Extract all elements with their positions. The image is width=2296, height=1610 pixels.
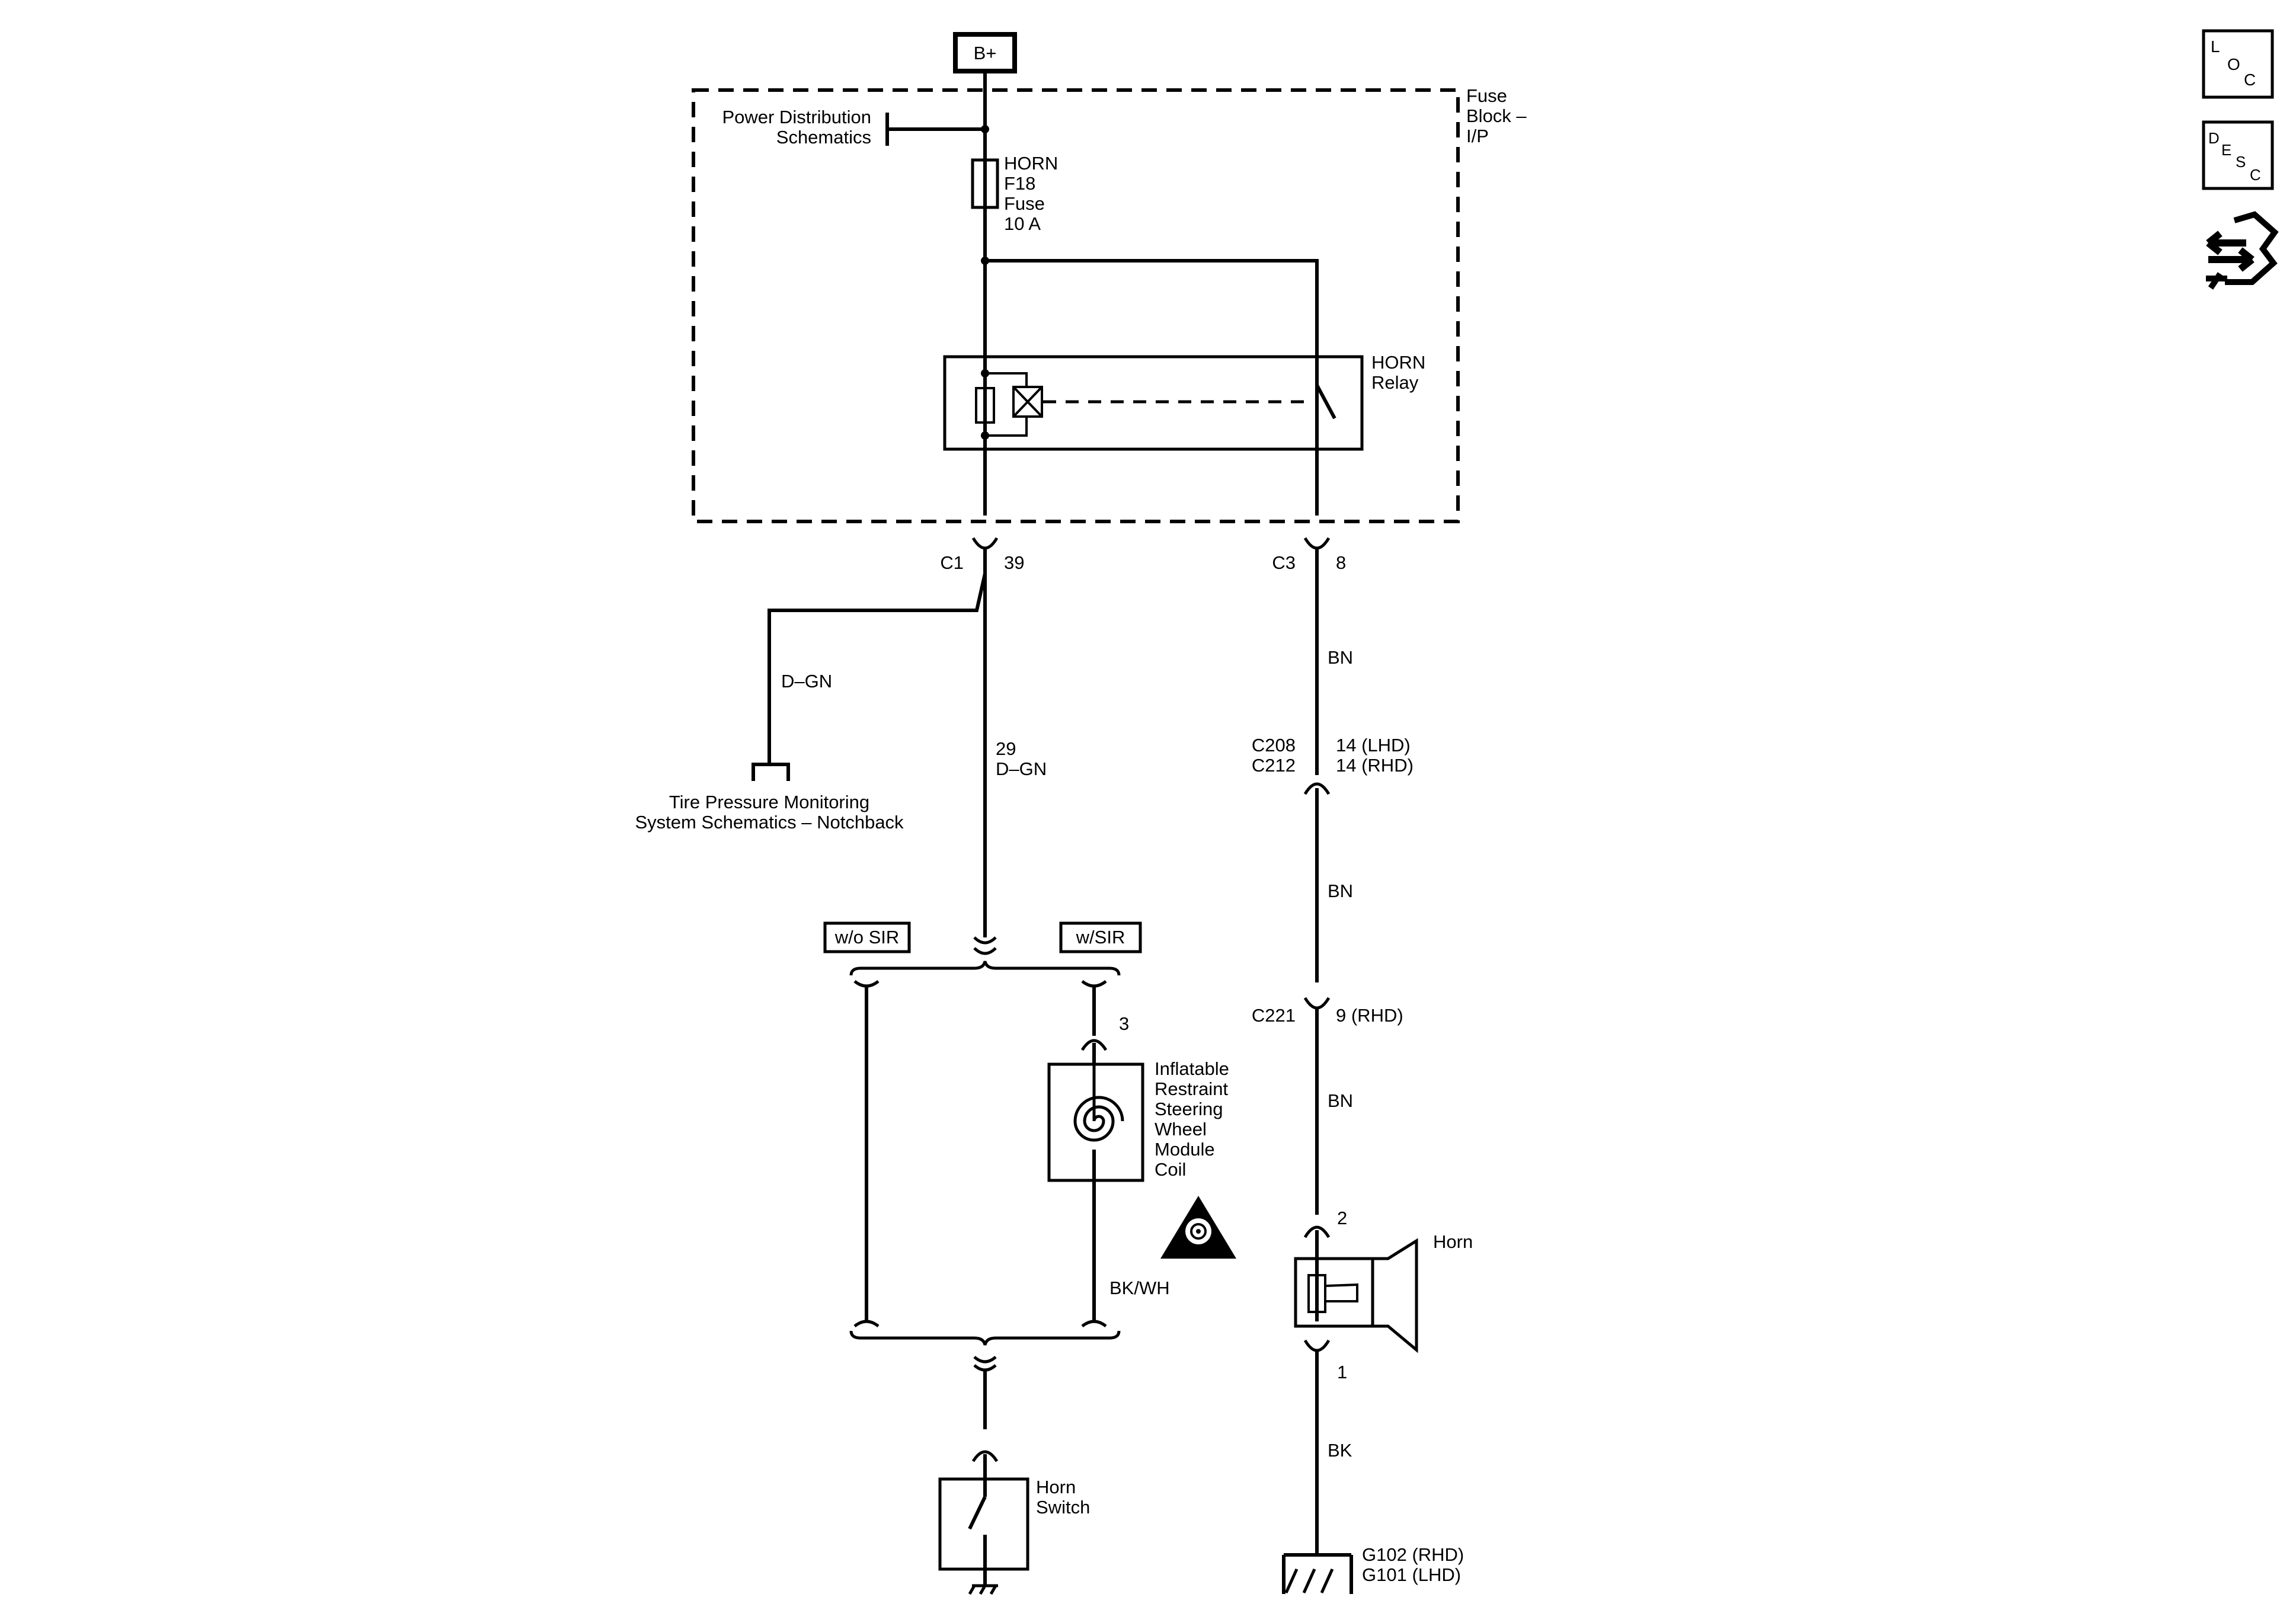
connector-c221: C221 9 (RHD)	[1252, 997, 1403, 1215]
svg-text:14 (RHD): 14 (RHD)	[1336, 755, 1414, 776]
loc-icon[interactable]: L O C	[2202, 29, 2274, 99]
svg-text:Inflatable: Inflatable	[1155, 1058, 1229, 1079]
svg-text:E: E	[2221, 141, 2231, 159]
svg-text:Switch: Switch	[1036, 1497, 1090, 1518]
relay-switch-contact	[1315, 384, 1336, 420]
svg-text:Horn: Horn	[1433, 1231, 1473, 1252]
relay-switch-feed-wire	[985, 259, 1319, 516]
fuse-block-outline	[692, 88, 1460, 523]
connector-c3: C3 8	[1272, 537, 1346, 775]
svg-text:w/o SIR: w/o SIR	[834, 927, 900, 948]
svg-text:Tire Pressure Monitoring: Tire Pressure Monitoring	[669, 792, 869, 812]
sir-coil-branch: 3 Inflatable Restraint Steering Wheel Mo…	[1047, 980, 1229, 1328]
option-without-sir: w/o SIR	[823, 921, 911, 953]
option-brace-bottom	[849, 1330, 1121, 1346]
svg-text:1: 1	[1337, 1362, 1347, 1382]
svg-text:G101 (LHD): G101 (LHD)	[1362, 1564, 1461, 1585]
chassis-ground-icon	[968, 1569, 998, 1595]
without-sir-jumper	[853, 980, 880, 1328]
svg-text:C208: C208	[1252, 735, 1296, 756]
clockspring-coil-icon	[1073, 1064, 1124, 1142]
svg-text:S: S	[2236, 153, 2246, 171]
bk-wire: BK	[1328, 1440, 1352, 1461]
horn-switch: Horn Switch	[938, 1454, 1090, 1595]
svg-text:C221: C221	[1252, 1005, 1296, 1026]
svg-text:Fuse: Fuse	[1466, 85, 1507, 106]
svg-text:8: 8	[1336, 552, 1346, 573]
svg-text:w/SIR: w/SIR	[1076, 927, 1125, 948]
svg-text:F18: F18	[1004, 173, 1035, 194]
svg-text:C: C	[2244, 71, 2256, 89]
sir-warning-icon	[1160, 1196, 1236, 1259]
svg-text:Module: Module	[1155, 1139, 1215, 1160]
svg-text:L: L	[2211, 37, 2220, 56]
horn-relay: HORN Relay	[943, 352, 1425, 451]
svg-text:C1: C1	[940, 552, 964, 573]
tpms-branch: D–GN Tire Pressure Monitoring System Sch…	[635, 573, 987, 833]
svg-text:3: 3	[1119, 1013, 1129, 1034]
desc-icon[interactable]: D E S C	[2202, 120, 2274, 190]
svg-text:C212: C212	[1252, 755, 1296, 776]
svg-text:System Schematics – Notchback: System Schematics – Notchback	[635, 812, 904, 833]
horn-fuse-f18: HORN F18 Fuse 10 A	[971, 153, 1058, 234]
svg-text:Block –: Block –	[1466, 105, 1527, 126]
svg-text:14 (LHD): 14 (LHD)	[1336, 735, 1411, 756]
svg-text:Restraint: Restraint	[1155, 1078, 1228, 1099]
svg-text:Steering: Steering	[1155, 1099, 1223, 1119]
svg-text:I/P: I/P	[1466, 126, 1489, 146]
bn-wire-3: BN	[1328, 1090, 1353, 1111]
ground-g101-g102: G102 (RHD) G101 (LHD)	[1282, 1544, 1464, 1594]
d-gn-main-label: D–GN	[996, 758, 1047, 779]
option-brace-top	[849, 961, 1121, 976]
b-plus-terminal: B+	[953, 32, 1017, 73]
svg-text:HORN: HORN	[1004, 153, 1058, 174]
svg-text:O: O	[2227, 55, 2240, 73]
svg-text:Coil: Coil	[1155, 1159, 1186, 1180]
svg-text:Schematics: Schematics	[776, 127, 871, 148]
svg-text:Horn: Horn	[1036, 1477, 1076, 1497]
svg-text:C3: C3	[1272, 552, 1296, 573]
svg-text:HORN: HORN	[1371, 352, 1425, 373]
svg-text:Power Distribution: Power Distribution	[722, 107, 871, 127]
svg-text:Wheel: Wheel	[1155, 1119, 1207, 1140]
svg-text:G102 (RHD): G102 (RHD)	[1362, 1544, 1464, 1565]
svg-text:D: D	[2208, 129, 2220, 147]
svg-text:39: 39	[1004, 552, 1024, 573]
bn-wire-1: BN	[1328, 647, 1353, 668]
svg-text:Relay: Relay	[1371, 372, 1419, 393]
connector-c1: C1 39	[940, 537, 1024, 937]
svg-text:C: C	[2250, 166, 2261, 184]
svg-text:BK/WH: BK/WH	[1109, 1278, 1170, 1298]
bn-wire-2: BN	[1328, 881, 1353, 901]
svg-text:D–GN: D–GN	[781, 671, 832, 692]
b-plus-label: B+	[974, 43, 997, 63]
connector-arrows-icon[interactable]	[2206, 211, 2279, 290]
svg-text:10 A: 10 A	[1004, 213, 1041, 234]
option-with-sir: w/SIR	[1059, 921, 1142, 953]
connector-c208-c212: C208 14 (LHD) C212 14 (RHD)	[1252, 735, 1414, 982]
svg-text:Fuse: Fuse	[1004, 193, 1045, 214]
relay-coil-icon	[1012, 386, 1043, 418]
power-distribution-ref: Power Distribution Schematics	[722, 107, 985, 148]
circuit-29-label: 29	[996, 738, 1016, 759]
fuse-block-label: Fuse Block – I/P	[1466, 85, 1527, 146]
horn: 2 Horn 1	[1294, 1208, 1473, 1555]
svg-text:2: 2	[1337, 1208, 1347, 1228]
svg-text:9 (RHD): 9 (RHD)	[1336, 1005, 1403, 1026]
